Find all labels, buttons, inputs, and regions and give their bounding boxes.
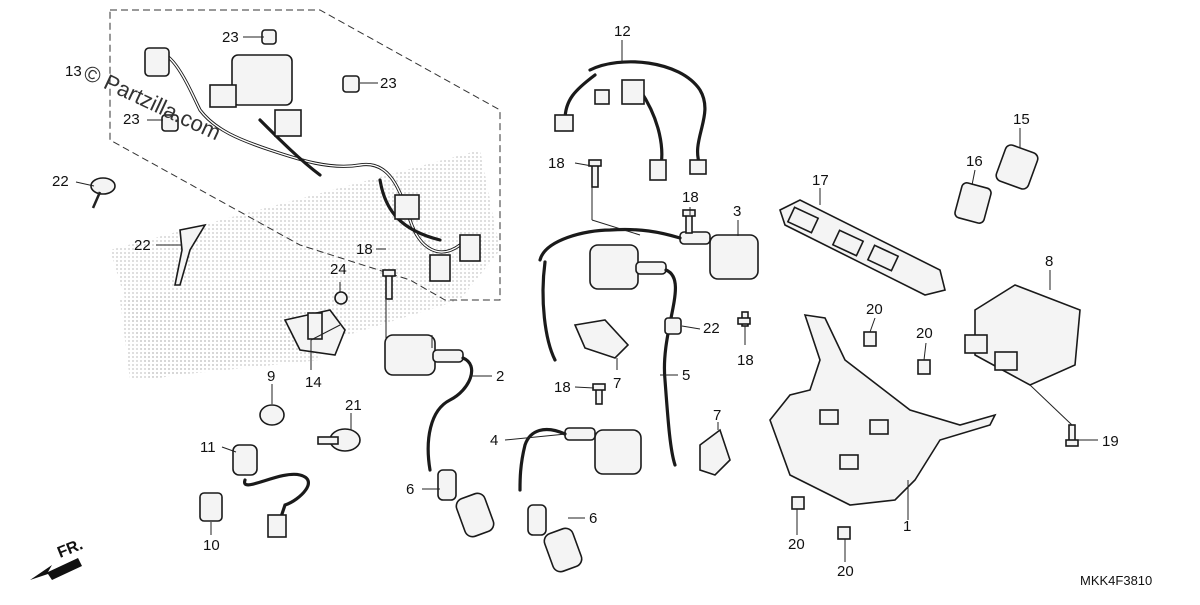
bolt-18-right-upper[interactable]: [682, 209, 696, 234]
callout-20: 20: [788, 536, 805, 553]
bolt-18-right-lower[interactable]: [737, 311, 751, 327]
callout-22: 22: [52, 173, 69, 190]
callout-18: 18: [356, 241, 373, 258]
rubber-16[interactable]: [954, 182, 992, 225]
callout-2: 2: [496, 368, 504, 385]
callout-18: 18: [554, 379, 571, 396]
callout-6: 6: [589, 510, 597, 527]
callout-7: 7: [613, 375, 621, 392]
callout-16: 16: [966, 153, 983, 170]
callout-18: 18: [682, 189, 699, 206]
callout-9: 9: [267, 368, 275, 385]
callouts: 23 23 23 13 22 22 24 18 14 2 9 11 21 10 …: [52, 23, 1119, 580]
callout-15: 15: [1013, 111, 1030, 128]
callout-11: 11: [200, 439, 216, 456]
clip-23-left[interactable]: [161, 114, 179, 132]
callout-17: 17: [812, 172, 829, 189]
sub-wire-harness-12[interactable]: [554, 60, 707, 181]
connector-10[interactable]: [199, 492, 223, 522]
bolt-18-center[interactable]: [588, 159, 602, 188]
clip-20-c[interactable]: [791, 496, 805, 510]
clip-23-right[interactable]: [342, 75, 360, 93]
callout-13: 13: [65, 63, 82, 80]
boot-7-lower[interactable]: [699, 428, 731, 476]
bolt-18-coil2[interactable]: [382, 269, 396, 300]
grommet-9[interactable]: [259, 404, 285, 426]
clip-20-d[interactable]: [837, 526, 851, 540]
clip-20-b[interactable]: [917, 359, 931, 375]
band-22-upper[interactable]: [90, 177, 116, 209]
direction-label: FR.: [55, 536, 85, 561]
callout-22: 22: [703, 320, 720, 337]
callout-18: 18: [548, 155, 565, 172]
clip-23-top[interactable]: [261, 29, 277, 45]
callout-18: 18: [737, 352, 754, 369]
spark-plug-cap-6-left[interactable]: [437, 469, 496, 539]
callout-23: 23: [123, 111, 140, 128]
callout-4: 4: [490, 432, 498, 449]
callout-3: 3: [733, 203, 741, 220]
nut-24[interactable]: [334, 291, 348, 305]
clip-20-a[interactable]: [863, 331, 877, 347]
callout-10: 10: [203, 537, 220, 554]
callout-8: 8: [1045, 253, 1053, 270]
band-22-lower[interactable]: [174, 223, 207, 286]
main-wire-harness[interactable]: [144, 47, 481, 282]
callout-22: 22: [134, 237, 151, 254]
diagram-code: MKK4F3810: [1080, 573, 1152, 588]
spark-plug-cap-6-right[interactable]: [527, 504, 584, 574]
callout-5: 5: [682, 367, 690, 384]
clamp-21[interactable]: [317, 428, 361, 452]
callout-19: 19: [1102, 433, 1119, 450]
bracket-14[interactable]: [283, 309, 346, 356]
boot-7-upper[interactable]: [573, 319, 630, 359]
clip-22-coil[interactable]: [664, 317, 682, 335]
relay-15[interactable]: [995, 143, 1040, 190]
callout-21: 21: [345, 397, 362, 414]
callout-12: 12: [614, 23, 631, 40]
bolt-18-lower[interactable]: [592, 383, 606, 405]
direction-arrow-icon: [30, 558, 82, 580]
callout-20: 20: [866, 301, 883, 318]
callout-6: 6: [406, 481, 414, 498]
callout-14: 14: [305, 374, 322, 391]
ignition-coil-center[interactable]: [589, 244, 677, 467]
ignition-coil-4[interactable]: [518, 427, 642, 492]
ignition-coil-3[interactable]: [538, 227, 759, 362]
leader-lines: [75, 36, 1098, 562]
ignition-coil-2[interactable]: [384, 334, 474, 472]
callout-23: 23: [380, 75, 397, 92]
callout-24: 24: [330, 261, 347, 278]
callout-23: 23: [222, 29, 239, 46]
module-17[interactable]: [779, 199, 946, 296]
callout-1: 1: [903, 518, 911, 535]
bracket-1[interactable]: [769, 314, 997, 506]
bolt-19[interactable]: [1065, 424, 1079, 447]
callout-20: 20: [916, 325, 933, 342]
socket-11[interactable]: [232, 444, 310, 538]
harness-group-box: [109, 9, 501, 301]
ecu-8[interactable]: [964, 284, 1081, 386]
callout-20: 20: [837, 563, 854, 580]
callout-7: 7: [713, 407, 721, 424]
